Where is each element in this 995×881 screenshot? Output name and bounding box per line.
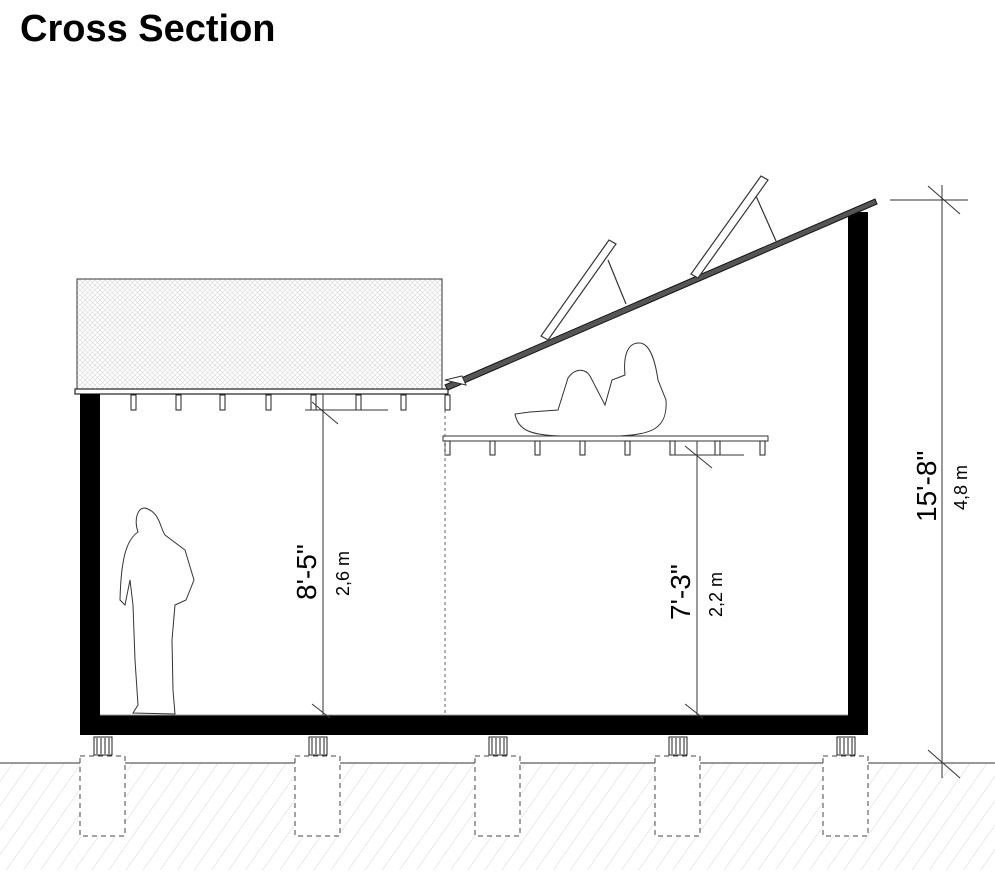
total-height-imperial: 15'-8" [911,451,942,522]
drawing-title: Cross Section [20,8,276,50]
loft-floor [442,435,769,442]
loft-underside-height-metric: 2,2 m [706,572,726,617]
pier-supports [93,736,856,756]
roof-flashing [444,375,467,386]
ceiling-joists [130,394,451,411]
loft-joists [444,440,766,456]
floor-slab [80,715,868,735]
flat-roof-slab [74,388,449,395]
green-roof [76,278,443,390]
sitting-person-silhouette [514,342,667,437]
total-height-metric: 4,8 m [951,465,971,510]
left-wall [80,394,100,735]
solar-panels [540,175,777,341]
main-room-height-metric: 2,6 m [333,551,353,596]
standing-person-silhouette [119,507,195,715]
loft-underside-height-imperial: 7'-3" [665,564,696,620]
dimension-lines [305,185,968,779]
foundation-piers [79,755,869,837]
sloped-roof [444,198,878,391]
main-room-height-imperial: 8'-5" [291,544,322,600]
right-wall [848,212,868,735]
